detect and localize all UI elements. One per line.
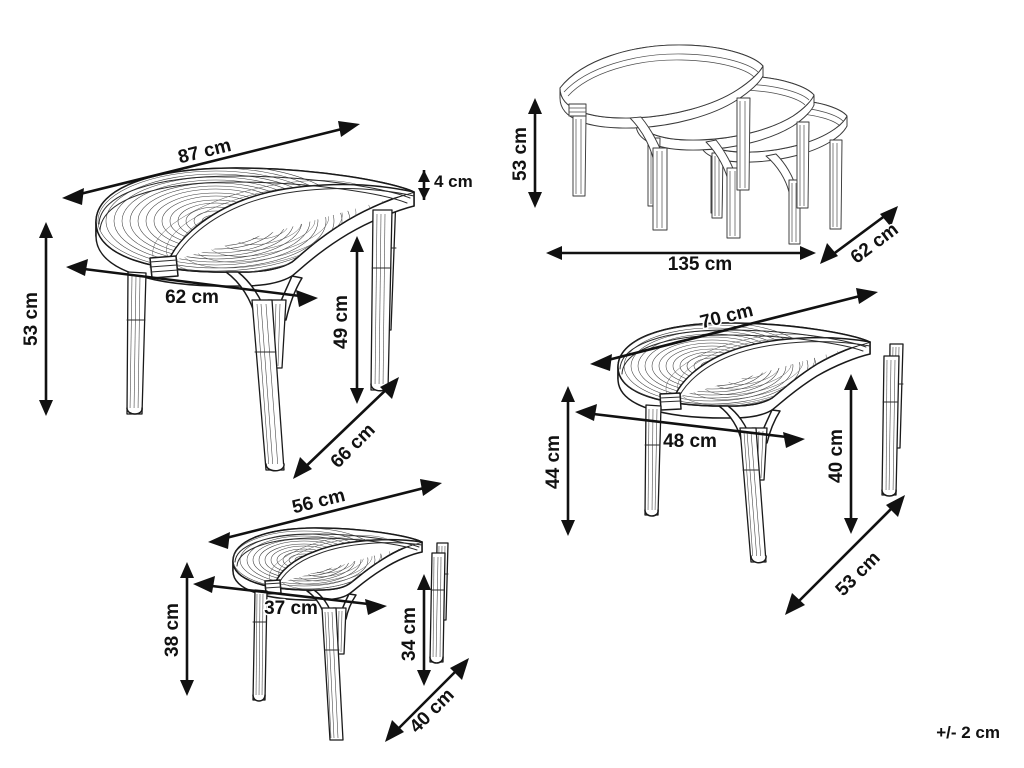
large-table-notch	[149, 255, 179, 279]
dim-label-4: 4 cm	[434, 172, 473, 191]
dim-medium-53: 53 cm	[785, 495, 905, 615]
large-table-leg-center	[225, 271, 303, 472]
dim-label-53: 53 cm	[21, 292, 42, 346]
dim-large-66: 66 cm	[293, 377, 399, 479]
dim-medium-70: 70 cm	[590, 288, 878, 371]
small-table-dimensions: 56 cm 38 cm 37 cm 34 cm 40 c	[160, 479, 469, 742]
dim-label-nested-62: 62 cm	[847, 219, 903, 268]
dim-label-small-34: 34 cm	[399, 607, 420, 661]
medium-table-notch	[659, 392, 682, 411]
dim-medium-48: 48 cm	[575, 404, 805, 454]
dim-label-medium-53: 53 cm	[832, 548, 885, 601]
dim-nested-53: 53 cm	[508, 98, 542, 208]
dim-small-34: 34 cm	[397, 574, 431, 686]
dim-label-medium-48: 48 cm	[663, 431, 717, 452]
medium-table-top	[617, 322, 871, 419]
small-table-illustration	[232, 527, 449, 741]
small-table-leg-right	[429, 552, 446, 664]
dim-label-medium-44: 44 cm	[543, 435, 564, 489]
tolerance-note: +/- 2 cm	[936, 723, 1000, 742]
dim-large-4: 4 cm	[418, 170, 474, 200]
medium-table-leg-front-left	[644, 404, 662, 517]
small-table-top	[232, 527, 423, 601]
dim-label-medium-40: 40 cm	[826, 429, 847, 483]
dim-small-37: 37 cm	[193, 576, 387, 621]
dim-nested-135: 135 cm	[546, 246, 816, 277]
dim-label-small-37: 37 cm	[264, 598, 318, 619]
medium-table-leg-center	[718, 405, 781, 564]
dim-label-nested-53: 53 cm	[510, 127, 531, 181]
dim-label-66: 66 cm	[327, 420, 380, 473]
dim-large-62: 62 cm	[66, 259, 318, 310]
dim-label-small-38: 38 cm	[162, 603, 183, 657]
dim-small-38: 38 cm	[160, 562, 194, 696]
small-table-leg-front-left	[252, 589, 268, 702]
dim-label-small-40: 40 cm	[406, 685, 459, 738]
dim-large-53: 53 cm	[19, 222, 53, 416]
nested-table-large	[559, 44, 764, 231]
large-table-leg-front-left	[126, 271, 147, 415]
dim-medium-44: 44 cm	[541, 386, 575, 536]
dim-label-49: 49 cm	[331, 295, 352, 349]
large-table-leg-right	[370, 209, 393, 392]
dim-label-62: 62 cm	[165, 287, 219, 308]
dim-large-49: 49 cm	[329, 236, 364, 404]
nested-set-illustration	[559, 44, 848, 245]
small-table-leg-center	[306, 589, 357, 741]
medium-table-leg-right	[881, 355, 900, 497]
medium-table-illustration	[617, 322, 904, 564]
large-table-illustration	[95, 167, 415, 472]
dim-medium-40: 40 cm	[824, 374, 858, 534]
dim-label-nested-135: 135 cm	[668, 254, 732, 275]
large-table-top	[95, 167, 415, 287]
